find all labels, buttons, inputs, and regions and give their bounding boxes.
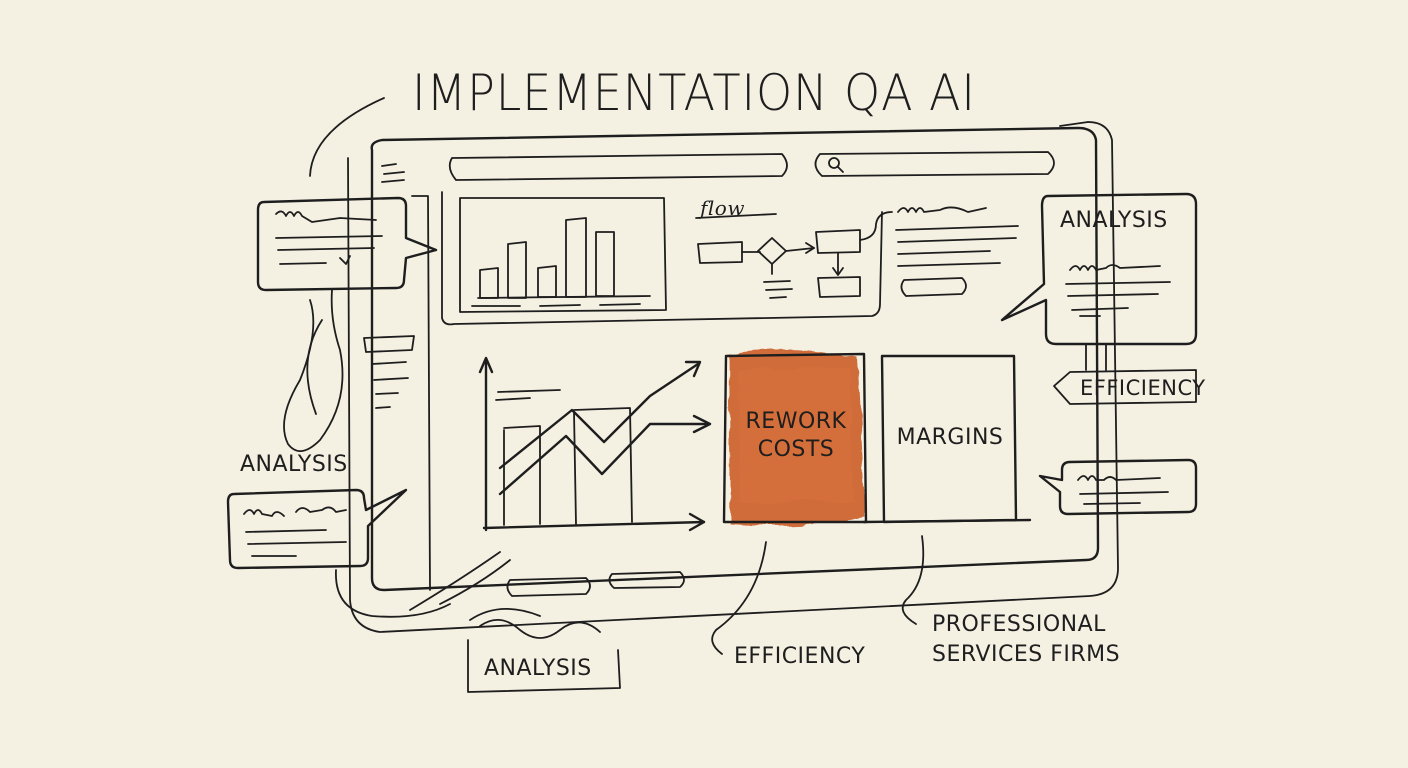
professional-label-line2: SERVICES FIRMS <box>932 642 1121 667</box>
search-bar[interactable] <box>814 151 1055 177</box>
margins-box <box>862 354 1032 524</box>
callout-bubble-top-right <box>1000 192 1198 346</box>
leader-lines <box>335 535 925 655</box>
sidebar <box>363 195 431 591</box>
screen-frame <box>347 121 1119 633</box>
callout-bracket-bottom <box>467 607 621 693</box>
efficiency-tag-right <box>1053 343 1197 405</box>
flow-diagram <box>695 211 893 299</box>
hamburger-menu-icon[interactable] <box>381 163 405 183</box>
analysis-label-left: ANALYSIS <box>240 452 348 477</box>
rework-costs-label: REWORK COSTS <box>730 408 862 464</box>
panel-text-lines <box>895 206 1019 297</box>
upper-panel <box>441 191 883 326</box>
callout-bubble-bottom-left <box>226 488 408 570</box>
analysis-label-top-right: ANALYSIS <box>1060 208 1168 233</box>
connector-loops-left <box>283 289 344 452</box>
efficiency-label-right: EFFICIENCY <box>1080 376 1206 400</box>
address-bar[interactable] <box>448 153 788 181</box>
flow-label: flow <box>700 196 745 220</box>
callout-bubble-top-left <box>256 97 438 292</box>
professional-label-line1: PROFESSIONAL <box>932 612 1106 637</box>
rework-costs-text: REWORK COSTS <box>745 409 847 462</box>
analysis-label-bottom: ANALYSIS <box>484 656 592 681</box>
callout-bubble-mid-right <box>1038 458 1198 516</box>
search-icon[interactable] <box>828 157 844 173</box>
efficiency-label-bottom: EFFICIENCY <box>734 644 866 669</box>
page-title: IMPLEMENTATION QA AI <box>412 64 976 122</box>
rework-costs-box <box>722 349 868 526</box>
margins-label: MARGINS <box>896 425 1004 450</box>
line-chart <box>478 356 712 532</box>
bottom-bar <box>409 551 685 611</box>
bar-chart <box>459 197 667 313</box>
